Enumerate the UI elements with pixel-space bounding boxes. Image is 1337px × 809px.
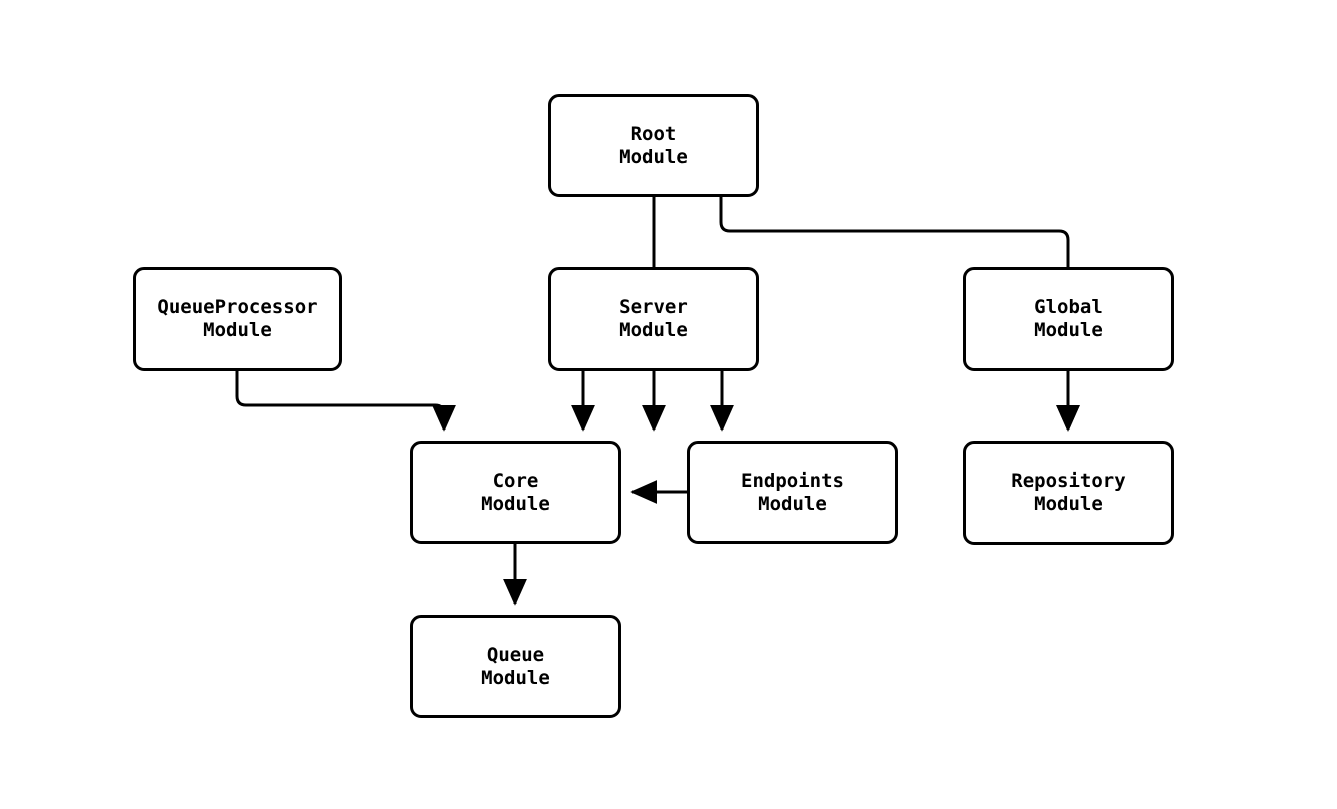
node-label-line1: Global xyxy=(1034,296,1103,318)
node-label-line1: Queue xyxy=(486,643,545,666)
node-label-line2: Module xyxy=(758,492,827,515)
node-label-line2: Module xyxy=(481,492,550,515)
node-label-line1: Repository xyxy=(1011,470,1126,492)
node-core-module[interactable]: Core Module xyxy=(410,441,621,544)
node-global-module[interactable]: Global Module xyxy=(963,267,1174,371)
node-label-line1: Root xyxy=(630,122,677,145)
node-label-line2: Module xyxy=(619,145,688,168)
node-label-line1: QueueProcessor xyxy=(157,296,318,318)
node-queue-module[interactable]: Queue Module xyxy=(410,615,621,718)
node-label-line1: Core xyxy=(492,469,539,492)
node-label-line1: Endpoints xyxy=(741,469,844,492)
node-label-line2: Module xyxy=(1034,319,1103,341)
node-repository-module[interactable]: Repository Module xyxy=(963,441,1174,545)
node-root-module[interactable]: Root Module xyxy=(548,94,759,197)
edge-queueprocessor-core xyxy=(235,371,456,432)
node-queueprocessor-module[interactable]: QueueProcessor Module xyxy=(133,267,342,371)
node-label-line2: Module xyxy=(203,319,272,341)
node-label-line2: Module xyxy=(619,319,688,341)
edge-root-global xyxy=(719,197,1080,432)
node-label-line2: Module xyxy=(481,666,550,689)
node-server-module[interactable]: Server Module xyxy=(548,267,759,371)
node-endpoints-module[interactable]: Endpoints Module xyxy=(687,441,898,544)
node-label-line2: Module xyxy=(1034,493,1103,515)
node-label-line1: Server xyxy=(619,296,688,318)
edge-path-group xyxy=(235,197,1080,606)
